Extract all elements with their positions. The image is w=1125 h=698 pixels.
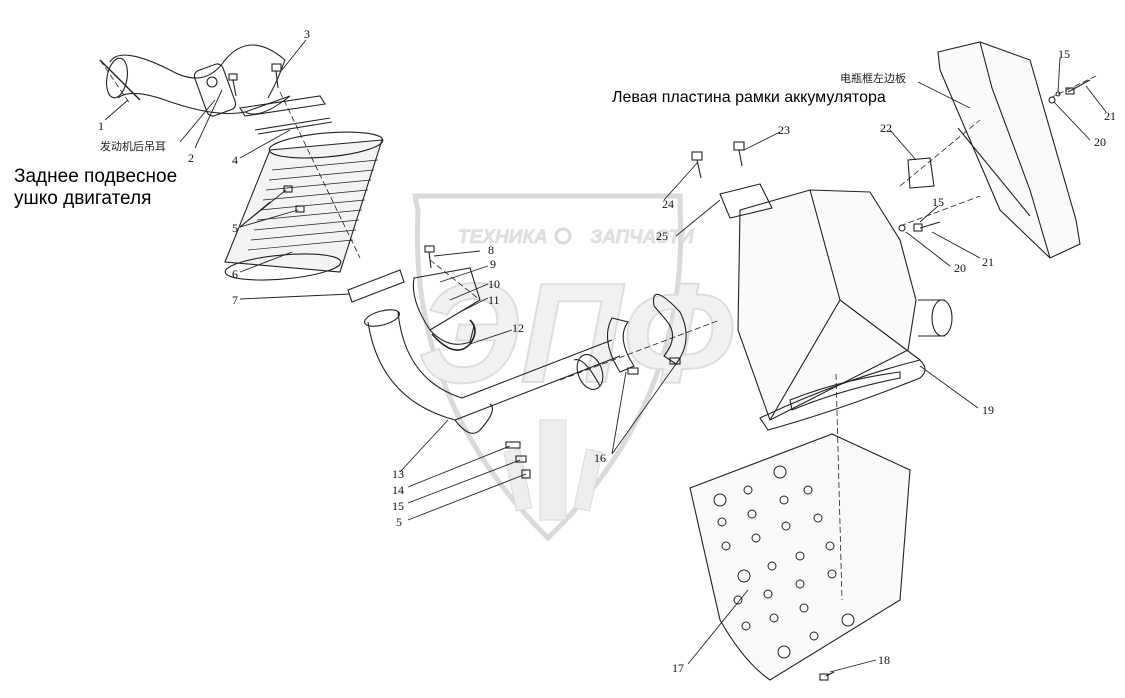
callout-1: 1 <box>98 119 104 133</box>
callout-21a: 21 <box>1104 109 1116 123</box>
callout-20b: 20 <box>954 261 966 275</box>
muffler-bracket-25 <box>719 183 773 219</box>
muffler-body <box>737 189 953 431</box>
callout-25: 25 <box>656 229 668 243</box>
callout-21b: 21 <box>982 255 994 269</box>
screw-21-mid <box>913 221 941 232</box>
callout-22: 22 <box>880 121 892 135</box>
callout-3: 3 <box>304 27 310 41</box>
callout-numbers: 1 2 3 4 5 6 7 8 9 10 11 12 13 14 15 5 16… <box>98 27 1116 675</box>
battery-plate-label-ru: Левая пластина рамки аккумулятора <box>612 89 886 106</box>
pipe-bracket <box>412 267 481 331</box>
muffler-clamp-b <box>652 293 687 365</box>
callout-18: 18 <box>878 653 890 667</box>
callout-9: 9 <box>490 257 496 271</box>
wheat-emblem <box>503 419 603 521</box>
callout-17: 17 <box>672 661 684 675</box>
watermark-logo: ЭПФ <box>418 254 733 413</box>
flange-plate <box>239 95 326 117</box>
gasket <box>254 117 333 135</box>
callout-10: 10 <box>488 277 500 291</box>
callout-7: 7 <box>232 293 238 307</box>
callout-19: 19 <box>982 403 994 417</box>
callout-23: 23 <box>778 123 790 137</box>
clamp-ring-7 <box>347 269 405 303</box>
watermark-text-right: ЗАПЧАСТИ <box>590 227 694 248</box>
heat-shield-17 <box>689 433 911 681</box>
washer-20-mid <box>898 224 906 232</box>
battery-plate-label-cn: 电瓶框左边板 <box>840 71 906 85</box>
small-fasteners-lower <box>505 441 531 479</box>
parts <box>99 41 1097 681</box>
screw-18 <box>819 671 835 681</box>
engine-lug-label-cn: 发动机后吊耳 <box>100 139 166 153</box>
clip-22 <box>907 157 935 189</box>
intermediate-pipe <box>363 309 621 434</box>
callout-20a: 20 <box>1094 135 1106 149</box>
watermark-text-left: ТЕХНИКА <box>458 227 548 248</box>
small-fasteners-upper <box>283 185 305 213</box>
leader-lines <box>104 39 1107 673</box>
battery-frame-plate <box>937 41 1081 259</box>
bolt-24 <box>691 151 703 179</box>
gear-icon <box>554 227 572 245</box>
exhaust-elbow-pipe <box>99 44 291 117</box>
bolt-3 <box>271 63 282 89</box>
callout-5b: 5 <box>396 515 402 529</box>
pipe-stub <box>573 358 601 387</box>
callout-15c: 15 <box>932 195 944 209</box>
engine-lug-label-ru: Заднее подвесное ушко двигателя <box>14 166 178 209</box>
callout-16: 16 <box>594 451 606 465</box>
callout-12: 12 <box>512 321 524 335</box>
muffler-clamp-a <box>606 317 639 375</box>
callout-5a: 5 <box>232 221 238 235</box>
callout-15a: 15 <box>392 499 404 513</box>
callout-6: 6 <box>232 267 238 281</box>
callout-8: 8 <box>488 243 494 257</box>
watermark: ТЕХНИКА ЗАПЧАСТИ ЭПФ <box>411 193 734 542</box>
callout-11: 11 <box>488 293 500 307</box>
bracket-clip <box>429 325 475 345</box>
callout-24: 24 <box>662 197 674 211</box>
nut-15-top <box>1055 91 1061 97</box>
bolt-lug <box>228 73 238 97</box>
callout-14: 14 <box>392 483 404 497</box>
callout-13: 13 <box>392 467 404 481</box>
bolt-23 <box>733 141 745 167</box>
callout-2: 2 <box>188 151 194 165</box>
callout-15b: 15 <box>1058 47 1070 61</box>
callout-4: 4 <box>232 153 238 167</box>
